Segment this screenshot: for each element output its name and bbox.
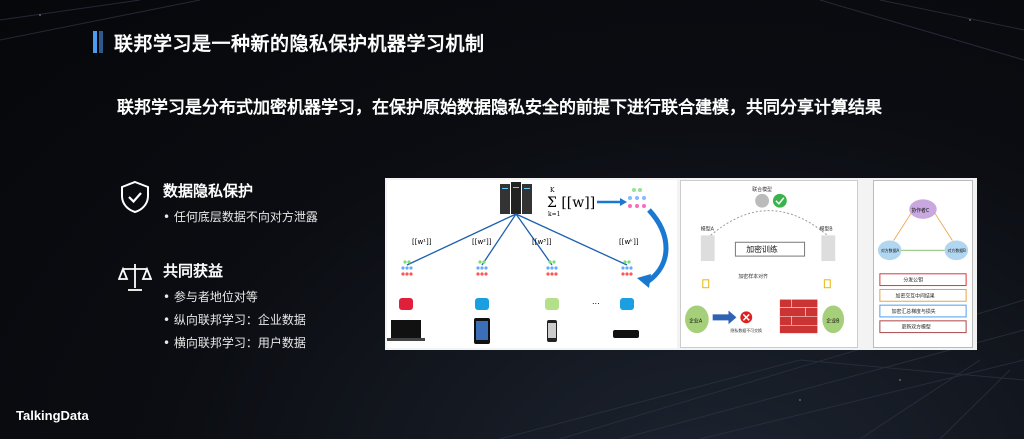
client-column (387, 260, 425, 341)
feature-bullet: • 纵向联邦学习：企业数据 (163, 313, 306, 327)
align-label: 加密样本对齐 (738, 273, 768, 280)
shield-check-icon (121, 180, 149, 214)
federated-learning-diagram: K Σ [[w]] k=1 [[w¹]] [[w²]] [[w³]] [[wᵏ]… (385, 178, 977, 350)
balance-scale-icon (118, 264, 152, 291)
step-item: 更新双方模型 (901, 324, 930, 331)
brand-logo-text: TalkingData (16, 408, 89, 423)
step-item: 加密交互中间结果 (896, 292, 935, 299)
client-label: [[w²]] (472, 238, 492, 246)
sum-top: K (550, 187, 555, 194)
step-item: 加密汇总梯度与损失 (892, 308, 936, 315)
coordinator: 协作者C (911, 207, 930, 214)
horizontal-fl-panel: K Σ [[w]] k=1 [[w¹]] [[w²]] [[w³]] [[wᵏ]… (387, 180, 677, 348)
client-label: [[w¹]] (412, 238, 432, 246)
client-column (545, 260, 559, 342)
step-item: 分发公钥 (903, 277, 923, 284)
page-subtitle: 联邦学习是分布式加密机器学习，在保护原始数据隐私安全的前提下进行联合建模，共同分… (117, 98, 882, 118)
sum-bottom: k=1 (548, 211, 560, 218)
top-label: 联合模型 (752, 186, 772, 193)
ellipsis: ... (592, 297, 600, 306)
step-list: 分发公钥 加密交互中间结果 加密汇总梯度与损失 更新双方模型 (879, 273, 967, 334)
client-column (474, 260, 490, 344)
feature-bullet: • 参与者地位对等 (163, 290, 258, 304)
enterprise-b: 企业B (826, 317, 840, 324)
client-label: [[w³]] (532, 238, 552, 246)
note: 隐私数据不可交换 (730, 328, 762, 333)
feature-title: 数据隐私保护 (163, 182, 254, 200)
server-icon (500, 182, 532, 214)
title-accent-bar (93, 31, 97, 53)
client-column (613, 260, 639, 338)
title-accent-bar-secondary (99, 31, 103, 53)
steps-panel: 协作者C 对方数据A 对方数据B 分发公钥 加密交互中间结果 加密汇总梯度与损失… (873, 180, 973, 348)
client-label: [[wᵏ]] (619, 238, 639, 246)
left-db: 对方数据A (881, 248, 900, 253)
feature-bullet: • 任何底层数据不向对方泄露 (163, 210, 318, 224)
feature-title: 共同获益 (163, 262, 224, 280)
center-label: 加密训练 (746, 244, 778, 254)
enterprise-a: 企业A (689, 317, 703, 324)
right-db: 对方数据B (948, 248, 967, 253)
page-title: 联邦学习是一种新的隐私保护机器学习机制 (114, 33, 485, 55)
left-label: 模型A (701, 225, 715, 232)
sum-formula: Σ [[w]] (547, 195, 595, 211)
feature-bullet: • 横向联邦学习：用户数据 (163, 336, 306, 350)
right-label: 模型B (819, 225, 833, 232)
vertical-fl-panel: 联合模型 模型A 模型B 加密训练 加密样本对齐 企业A 隐私数据不可交换 企业… (680, 180, 858, 348)
firewall-icon (779, 299, 818, 334)
global-model-icon (628, 188, 646, 208)
